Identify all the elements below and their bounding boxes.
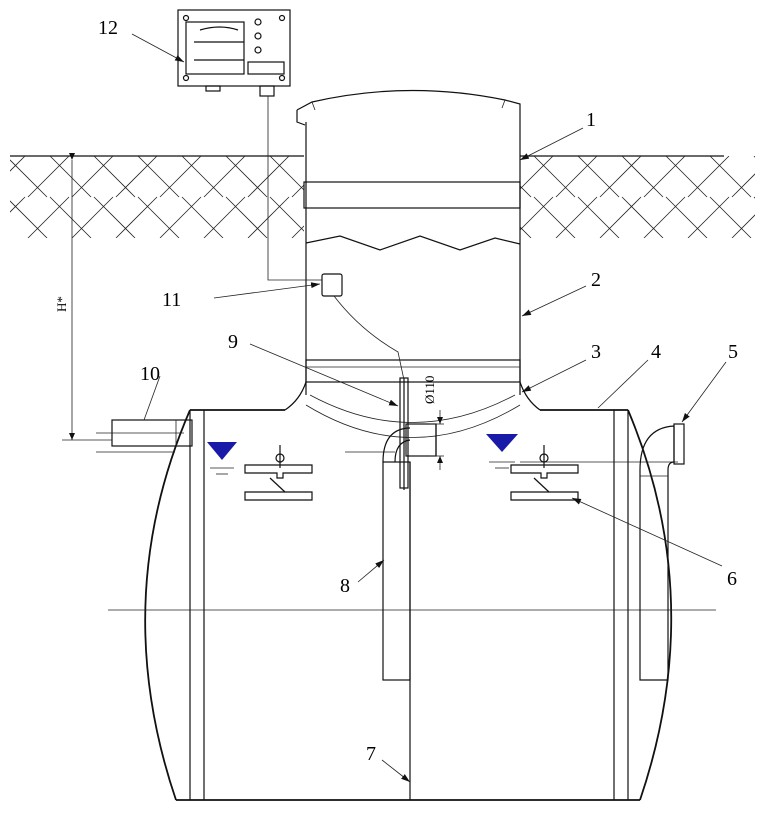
height-dimension-label: H* (54, 296, 69, 312)
aerator-left (244, 445, 313, 501)
level-sensor-rod (399, 377, 409, 490)
callout-6: 6 (727, 568, 737, 590)
leader-2 (521, 285, 587, 317)
leader-11 (213, 282, 321, 299)
water-level-left (207, 442, 237, 475)
leader-12 (131, 33, 185, 63)
callout-8: 8 (340, 575, 350, 597)
control-unit (177, 9, 322, 281)
riser-mask (304, 150, 520, 245)
callout-11: 11 (162, 289, 181, 311)
riser-break-line (305, 235, 521, 251)
leader-6 (571, 497, 723, 567)
riser-lid (296, 89, 521, 126)
tank-neck (284, 381, 541, 411)
leader-7 (381, 759, 411, 783)
riser-collar (303, 181, 521, 209)
leader-3 (521, 359, 587, 393)
callout-4: 4 (651, 341, 661, 363)
riser-shaft (284, 89, 541, 438)
diameter-dimension (430, 410, 444, 470)
water-level-right (486, 434, 518, 469)
inlet-baffle (382, 423, 437, 681)
pipe-diameter-label: Ø110 (422, 376, 437, 404)
callout-7: 7 (366, 743, 376, 765)
callout-2: 2 (591, 269, 601, 291)
callout-12: 12 (98, 17, 118, 39)
leader-4 (597, 359, 649, 409)
riser-flange (305, 359, 521, 383)
leader-5 (681, 361, 727, 423)
callout-3: 3 (591, 341, 601, 363)
leader-1 (519, 127, 584, 161)
inlet-pipe (96, 419, 193, 453)
leader-8 (357, 559, 385, 583)
aerator-right (510, 445, 579, 501)
float-switch (321, 273, 405, 381)
leader-10 (143, 375, 161, 421)
water-level-icon (486, 434, 518, 452)
leader-9 (249, 343, 399, 407)
water-level-icon (207, 442, 237, 460)
tank-body (108, 409, 716, 801)
height-dimension (62, 153, 112, 441)
callout-9: 9 (228, 331, 238, 353)
callout-5: 5 (728, 341, 738, 363)
callout-10: 10 (140, 363, 160, 385)
outlet-pipe (639, 423, 685, 681)
callout-1: 1 (586, 109, 596, 131)
